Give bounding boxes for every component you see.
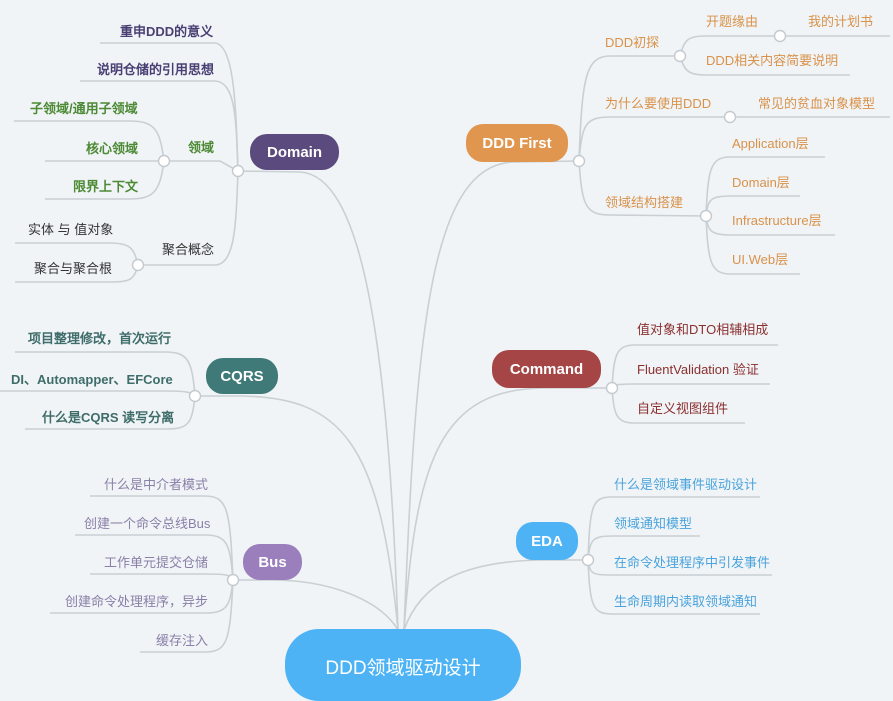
branch-domain-label: Domain [266,143,322,161]
domain-subnode-domains[interactable]: 领域 [188,140,215,155]
connector-line [164,160,239,172]
first-leaf-uiweb[interactable]: UI.Web层 [732,252,789,267]
first-intro-toggle-icon[interactable] [673,49,687,63]
connector-line [611,344,778,389]
connector-line [578,116,730,162]
domain-domains-toggle-icon[interactable] [157,154,171,168]
connector-line [578,160,707,217]
domain-collapse-toggle-icon[interactable] [231,164,245,178]
connector-line [705,215,800,275]
connector-center-first [403,161,518,631]
first-why-toggle-icon[interactable] [723,110,737,124]
branch-command[interactable]: Command [492,350,601,388]
bus-item-4[interactable]: 缓存注入 [156,633,209,648]
first-leaf-infrastructure[interactable]: Infrastructure层 [732,213,822,228]
eda-collapse-toggle-icon[interactable] [581,553,595,567]
connector-center-eda [403,559,548,631]
cqrs-collapse-toggle-icon[interactable] [188,389,202,403]
connector-line [25,395,196,430]
cqrs-item-1[interactable]: DI、Automapper、EFCore [11,372,173,387]
mindmap-connectors [0,29,890,653]
branch-ddd-first-label: DDD First [482,134,552,152]
eda-item-2[interactable]: 在命令处理程序中引发事件 [614,555,771,570]
connector-line [45,160,165,200]
center-node[interactable]: DDD领域驱动设计 [285,629,521,701]
first-leaf-application[interactable]: Application层 [732,136,809,151]
command-collapse-toggle-icon[interactable] [605,381,619,395]
command-item-1[interactable]: FluentValidation 验证 [637,362,759,377]
first-collapse-toggle-icon[interactable] [572,154,586,168]
connector-line [14,120,165,162]
first-subnode-origin[interactable]: 开题缘由 [706,14,759,29]
first-leaf-anemic[interactable]: 常见的贫血对象模型 [758,96,876,111]
connector-line [80,80,239,172]
branch-eda-label: EDA [531,532,563,550]
connector-line [705,156,825,217]
branch-bus[interactable]: Bus [243,544,302,580]
connector-line [587,496,760,561]
branch-domain[interactable]: Domain [250,134,339,170]
connector-line [587,559,760,615]
eda-item-1[interactable]: 领域通知模型 [614,516,693,531]
domain-leaf-subdomain[interactable]: 子领域/通用子领域 [30,101,138,116]
domain-item-significance[interactable]: 重申DDD的意义 [120,24,214,39]
branch-ddd-first[interactable]: DDD First [466,124,568,162]
connector-center-command [403,387,547,631]
branch-bus-label: Bus [258,553,287,571]
connector-line [237,170,301,173]
bus-collapse-toggle-icon[interactable] [226,573,240,587]
domain-leaf-bounded-context[interactable]: 限界上下文 [73,179,139,194]
domain-item-repository[interactable]: 说明仓储的引用思想 [97,62,215,77]
first-leaf-plan[interactable]: 我的计划书 [808,14,874,29]
first-origin-toggle-icon[interactable] [773,29,787,43]
connector-line [578,55,680,162]
domain-subnode-aggregate[interactable]: 聚合概念 [162,242,215,257]
connector-line [90,495,234,581]
bus-item-1[interactable]: 创建一个命令总线Bus [84,516,211,531]
first-subnode-structure[interactable]: 领域结构搭建 [605,195,684,210]
connector-line [611,383,770,389]
eda-item-0[interactable]: 什么是领域事件驱动设计 [614,477,758,492]
branch-eda[interactable]: EDA [516,522,578,560]
branch-cqrs-label: CQRS [220,367,264,385]
domain-aggregate-toggle-icon[interactable] [131,258,145,272]
first-leaf-domain[interactable]: Domain层 [732,175,790,190]
domain-leaf-entity-value[interactable]: 实体 与 值对象 [28,222,114,237]
domain-leaf-core[interactable]: 核心领域 [86,141,139,156]
branch-command-label: Command [509,360,584,378]
first-structure-toggle-icon[interactable] [699,209,713,223]
connector-line [75,534,234,581]
first-leaf-summary[interactable]: DDD相关内容简要说明 [706,53,839,68]
connector-line [0,390,196,397]
center-node-label: DDD领域驱动设计 [325,658,481,679]
command-item-0[interactable]: 值对象和DTO相辅相成 [637,322,769,337]
connector-line [140,579,234,653]
eda-item-3[interactable]: 生命周期内读取领域通知 [614,594,758,609]
command-item-2[interactable]: 自定义视图组件 [637,401,729,416]
connector-center-domain [299,171,399,631]
connector-line [611,387,745,424]
connector-line [90,573,234,581]
bus-item-0[interactable]: 什么是中介者模式 [104,477,209,492]
first-subnode-why[interactable]: 为什么要使用DDD [605,96,712,111]
connector-line [138,170,239,266]
cqrs-item-2[interactable]: 什么是CQRS 读写分离 [42,410,175,425]
domain-leaf-aggregate-root[interactable]: 聚合与聚合根 [34,261,113,276]
bus-item-2[interactable]: 工作单元提交仓储 [104,555,209,570]
connector-line [15,351,196,397]
cqrs-item-0[interactable]: 项目整理修改，首次运行 [28,331,172,346]
branch-cqrs[interactable]: CQRS [206,358,278,394]
connector-center-bus [271,579,399,631]
connector-center-cqrs [241,395,399,631]
first-subnode-intro[interactable]: DDD初探 [605,35,660,50]
bus-item-3[interactable]: 创建命令处理程序，异步 [65,594,209,609]
